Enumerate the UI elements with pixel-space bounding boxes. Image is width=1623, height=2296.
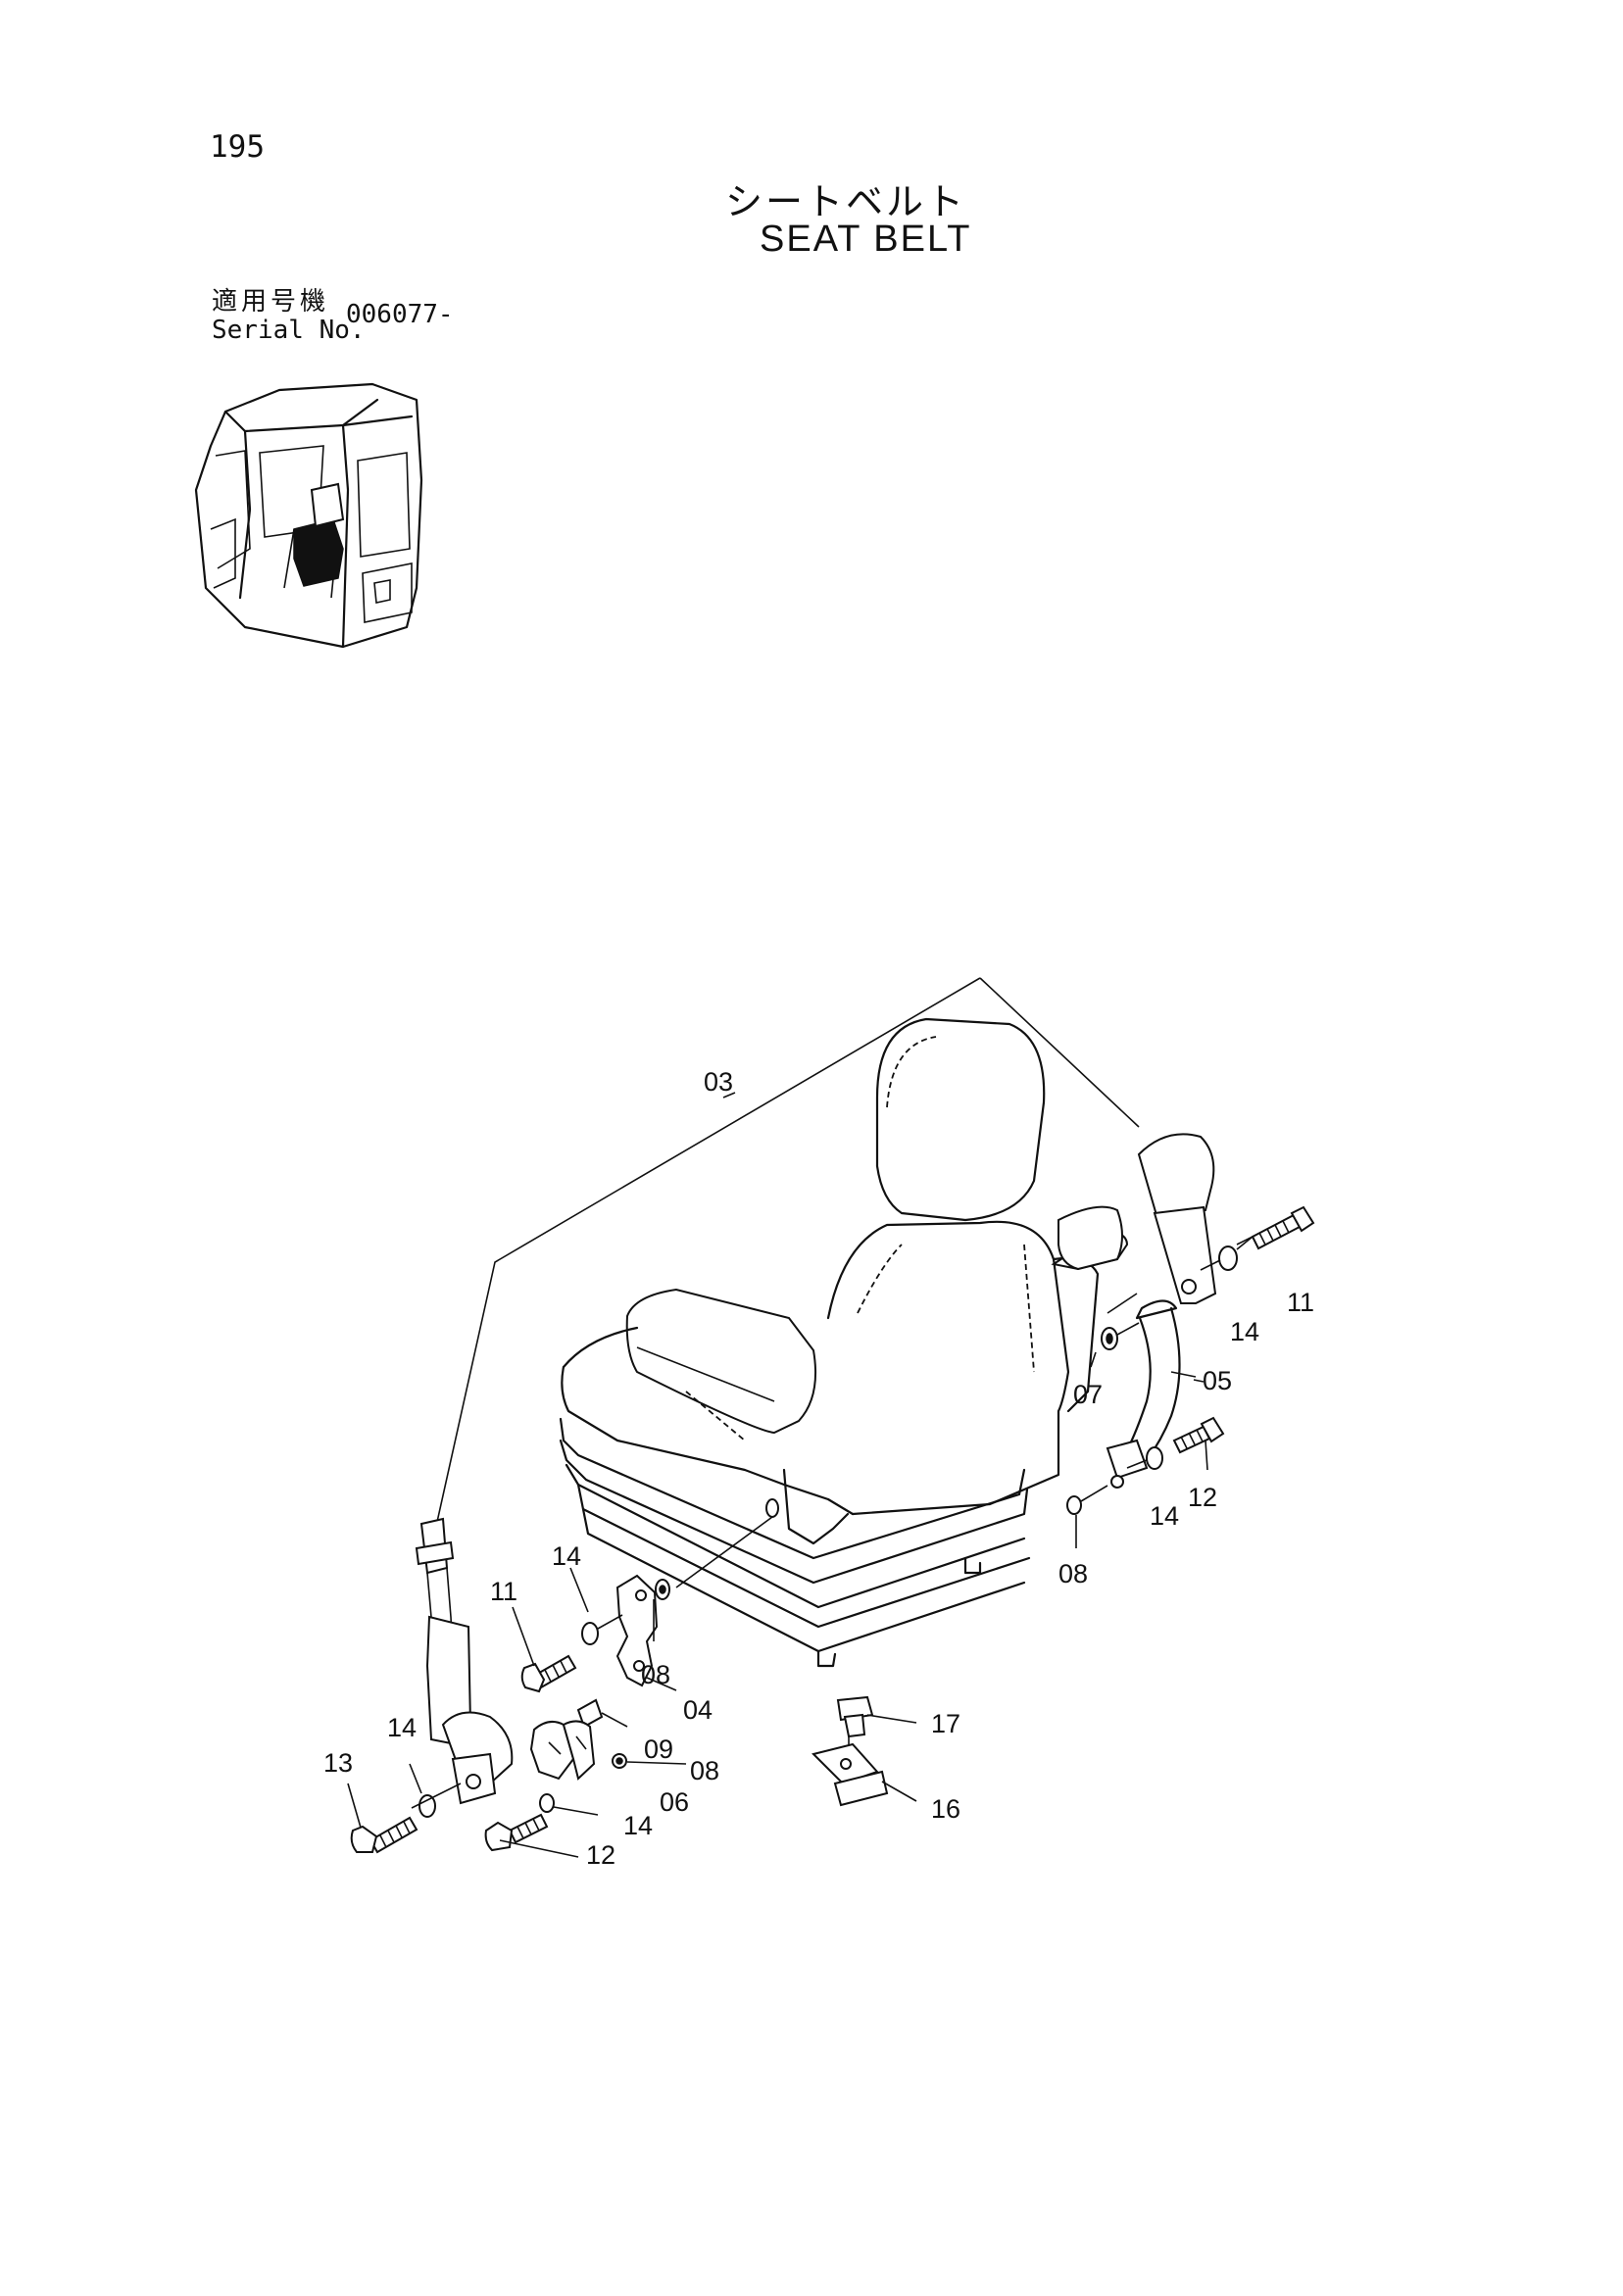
bolt-12-left (484, 1813, 579, 1858)
pin-09 (576, 1698, 628, 1729)
page-number: 195 (210, 129, 265, 165)
callout-13: 13 (323, 1748, 353, 1778)
operator-seat-drawing (559, 1017, 1138, 1668)
spacer-07 (1101, 1322, 1140, 1350)
callout-05: 05 (1203, 1366, 1232, 1395)
spacer-08-mid (655, 1579, 670, 1600)
serial-label: Serial No. (212, 316, 366, 345)
callout-17: 17 (931, 1709, 960, 1738)
callout-14-right-top: 14 (1230, 1317, 1259, 1346)
left-belt-stalk (415, 1517, 514, 1805)
callout-03: 03 (704, 1067, 733, 1097)
buckle-06 (529, 1720, 596, 1781)
callout-08-lower: 08 (690, 1756, 719, 1785)
strap-05 (1106, 1299, 1197, 1489)
assembly-03-leader (430, 977, 1140, 1549)
bolt-11-left (520, 1654, 577, 1693)
screw-17 (836, 1695, 917, 1764)
bolt-11-right (1236, 1205, 1315, 1250)
callout-06: 06 (660, 1787, 689, 1817)
callout-11-left: 11 (490, 1577, 517, 1606)
callout-14-left-bottom: 14 (623, 1811, 653, 1840)
washer-14-far-left (409, 1763, 436, 1818)
washer-14-right-top (1200, 1246, 1238, 1271)
callout-07: 07 (1073, 1380, 1103, 1409)
cab-locator-illustration (194, 382, 423, 649)
callout-11-right: 11 (1287, 1288, 1314, 1317)
callout-14-far-left: 14 (387, 1713, 417, 1742)
callout-09: 09 (644, 1734, 673, 1764)
spacer-08-lower (612, 1753, 687, 1769)
callout-16: 16 (931, 1794, 960, 1824)
washer-14-right-bottom (1126, 1446, 1163, 1470)
callout-08-right: 08 (1058, 1559, 1088, 1588)
washer-14-left-bottom (539, 1793, 599, 1816)
callout-12-left: 12 (586, 1840, 615, 1870)
right-belt-anchor (1137, 1133, 1217, 1304)
bolt-13 (347, 1783, 462, 1854)
bracket-04 (615, 1574, 659, 1687)
callout-14-left-top: 14 (552, 1541, 581, 1571)
page-title-japanese: シートベルト (725, 180, 967, 223)
washer-14-left-top (581, 1614, 623, 1645)
bolt-12-right (1172, 1416, 1225, 1454)
serial-label-japanese: 適用号機 (212, 287, 330, 317)
callout-labels: 03 11 14 05 07 12 14 08 14 11 08 04 09 0… (323, 1067, 1314, 1870)
callout-14-right-bottom: 14 (1150, 1501, 1179, 1531)
callout-08-mid: 08 (641, 1660, 670, 1689)
callout-04: 04 (683, 1695, 713, 1725)
serial-number-value: 006077- (346, 300, 454, 329)
bracket-16 (812, 1742, 917, 1807)
callout-leaders (512, 1236, 1254, 1691)
callout-12-right: 12 (1188, 1483, 1217, 1512)
spacer-08-right (1066, 1485, 1108, 1515)
page-title: SEAT BELT (760, 219, 972, 260)
